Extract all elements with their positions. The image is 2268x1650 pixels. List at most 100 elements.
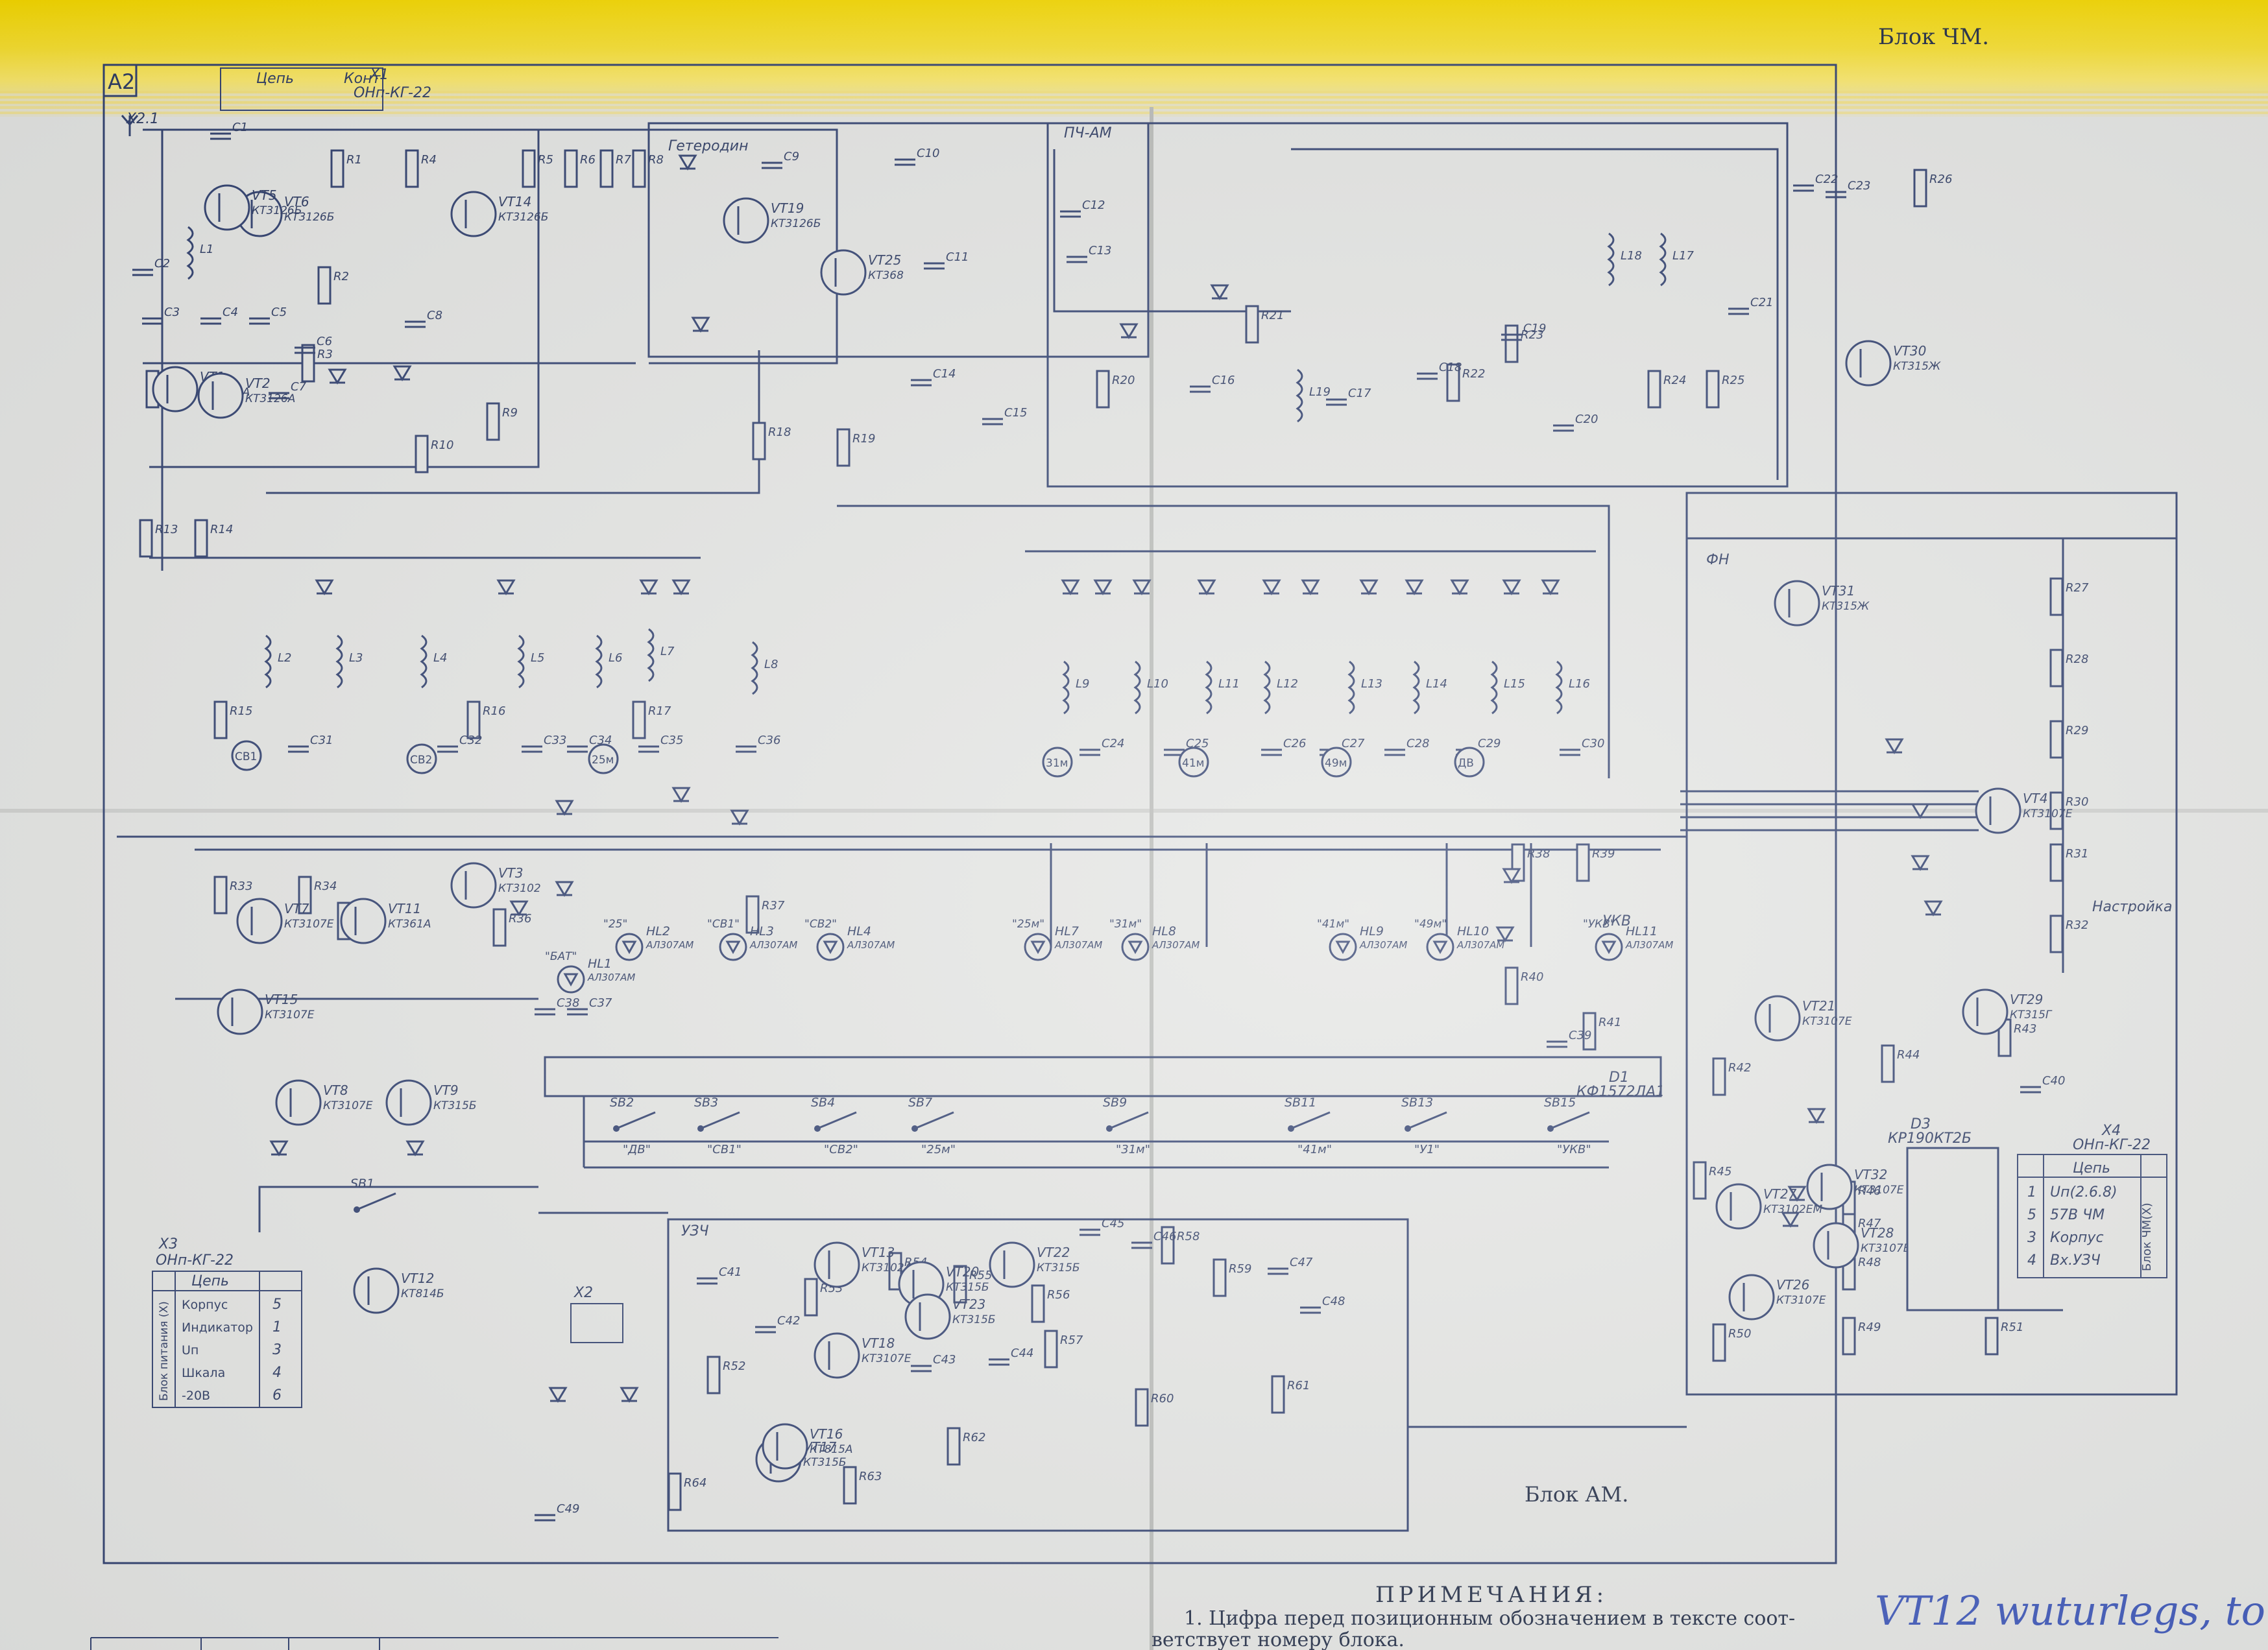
resistor-ref: R29 (2066, 724, 2088, 737)
led-symbol (823, 940, 838, 955)
resistor (405, 149, 419, 188)
capacitor-ref: C4 (223, 305, 238, 319)
inductor-coil (420, 634, 428, 689)
led-body (1121, 933, 1150, 961)
diode (678, 154, 697, 171)
band-marker-label: 31м (1046, 757, 1068, 770)
transistor-body (204, 184, 250, 231)
capacitor-ref: C31 (310, 734, 333, 747)
switch-blade (356, 1192, 396, 1211)
switch-pivot (1106, 1125, 1113, 1132)
capacitor-ref: C27 (1342, 737, 1365, 750)
transistor-part: КТ3126Б (252, 204, 302, 217)
resistor (194, 519, 208, 558)
transistor-ref: VT5 (252, 187, 277, 203)
transistor-part: КТ315Ж (1822, 600, 1870, 613)
capacitor-ref: C14 (933, 367, 956, 381)
resistor (139, 519, 153, 558)
resistor-ref: R17 (648, 704, 671, 718)
switch-blade (700, 1111, 740, 1130)
capacitor-ref: C48 (1322, 1295, 1345, 1308)
resistor (706, 1356, 721, 1394)
transistor-ref: VT16 (810, 1426, 843, 1442)
led-ref: HL3 (750, 924, 774, 939)
switch-ref: SB7 (908, 1095, 932, 1110)
x3-row2-pin: 1 (272, 1319, 282, 1335)
transistor-part: КТ368 (868, 269, 904, 282)
diode (1450, 579, 1469, 595)
resistors-group: R1R2R3R4R5R6R7R8R9R10R11R12R13R14R15R16R… (139, 149, 2089, 1511)
led-part: АЛ307АМ (1054, 939, 1102, 951)
resistor-ref: R26 (1929, 173, 1952, 186)
transistor-ref: VT7 (284, 901, 309, 916)
led-part: АЛ307АМ (1152, 939, 1200, 951)
capacitor-ref: C30 (1582, 737, 1604, 750)
resistor-ref: R3 (317, 348, 333, 361)
capacitor-ref: C10 (917, 147, 939, 160)
x1-connector-table (220, 67, 383, 111)
transistor-body (340, 898, 387, 944)
transistor-part: КТ3126Б (284, 211, 334, 224)
inductor-coil (1490, 660, 1498, 715)
resistor (301, 344, 315, 383)
inductor-coil (751, 641, 758, 695)
resistor (1096, 370, 1110, 409)
band-marker-label: СВ2 (410, 754, 432, 767)
diode (1262, 579, 1281, 595)
led-body (816, 933, 845, 961)
transistor-body (450, 862, 497, 909)
led-part: АЛ307АМ (645, 939, 694, 951)
inductor-coil (1347, 660, 1355, 715)
resistor (1161, 1226, 1175, 1265)
transistor-part: КТ815А (810, 1443, 853, 1456)
led-band-label: "25м" (1012, 918, 1044, 931)
resistor (1706, 370, 1720, 409)
inductor-ref: L11 (1218, 677, 1240, 691)
diode (1541, 579, 1560, 595)
switch-pivot (814, 1125, 821, 1132)
band-marker-circle (1042, 747, 1073, 778)
inductor-ref: L4 (433, 651, 447, 665)
transistor-body (275, 1079, 322, 1126)
transistor-part: КТ315Б (433, 1099, 477, 1112)
transistor-body (904, 1293, 951, 1340)
switch-ref: SB15 (1544, 1095, 1576, 1110)
diode (405, 1140, 425, 1156)
diode (671, 579, 691, 595)
inductor-ref: L14 (1426, 677, 1447, 691)
band-marker-circle (1454, 747, 1485, 778)
led-band-label: "31м" (1109, 918, 1142, 931)
switch-blade (914, 1111, 954, 1130)
transistor-body (1728, 1274, 1775, 1321)
resistor-ref: R59 (1229, 1262, 1251, 1276)
led-band-label: "БАТ" (545, 950, 577, 963)
x3-row2-name: Индикатор (182, 1321, 253, 1335)
resistor (1984, 1317, 1999, 1356)
resistor (1881, 1044, 1895, 1083)
transistor-body (1975, 787, 2021, 834)
resistor (298, 876, 312, 915)
x3-side-label: Блок питания (X) (158, 1301, 171, 1401)
capacitor-ref: C22 (1815, 173, 1838, 186)
led-symbol (1601, 940, 1617, 955)
led-symbol (1030, 940, 1046, 955)
transistor-body (1754, 995, 1801, 1042)
diode (1197, 579, 1216, 595)
band-marker-circle (1178, 747, 1209, 778)
diode (269, 1140, 289, 1156)
transistor-ref: VT4 (2023, 791, 2048, 806)
led-part: АЛ307АМ (587, 972, 635, 983)
corner-label: А2 (108, 69, 135, 94)
led-band-label: "СВ1" (707, 918, 740, 931)
switch-ref: SB1 (350, 1177, 374, 1191)
resistor-ref: R43 (2014, 1022, 2036, 1036)
switch-label: "41м" (1297, 1143, 1332, 1156)
led-symbol (1432, 940, 1448, 955)
transistors-group: VT6КТ3126БVT1КТ3126АVT2КТ3126АVT5КТ3126Б… (152, 184, 2073, 1483)
led-symbol (1128, 940, 1143, 955)
x3-row4-pin: 4 (272, 1365, 282, 1381)
resistor-ref: R19 (852, 432, 875, 446)
diode (1502, 579, 1521, 595)
resistor-ref: R27 (2066, 581, 2089, 595)
diode (1781, 1212, 1800, 1228)
